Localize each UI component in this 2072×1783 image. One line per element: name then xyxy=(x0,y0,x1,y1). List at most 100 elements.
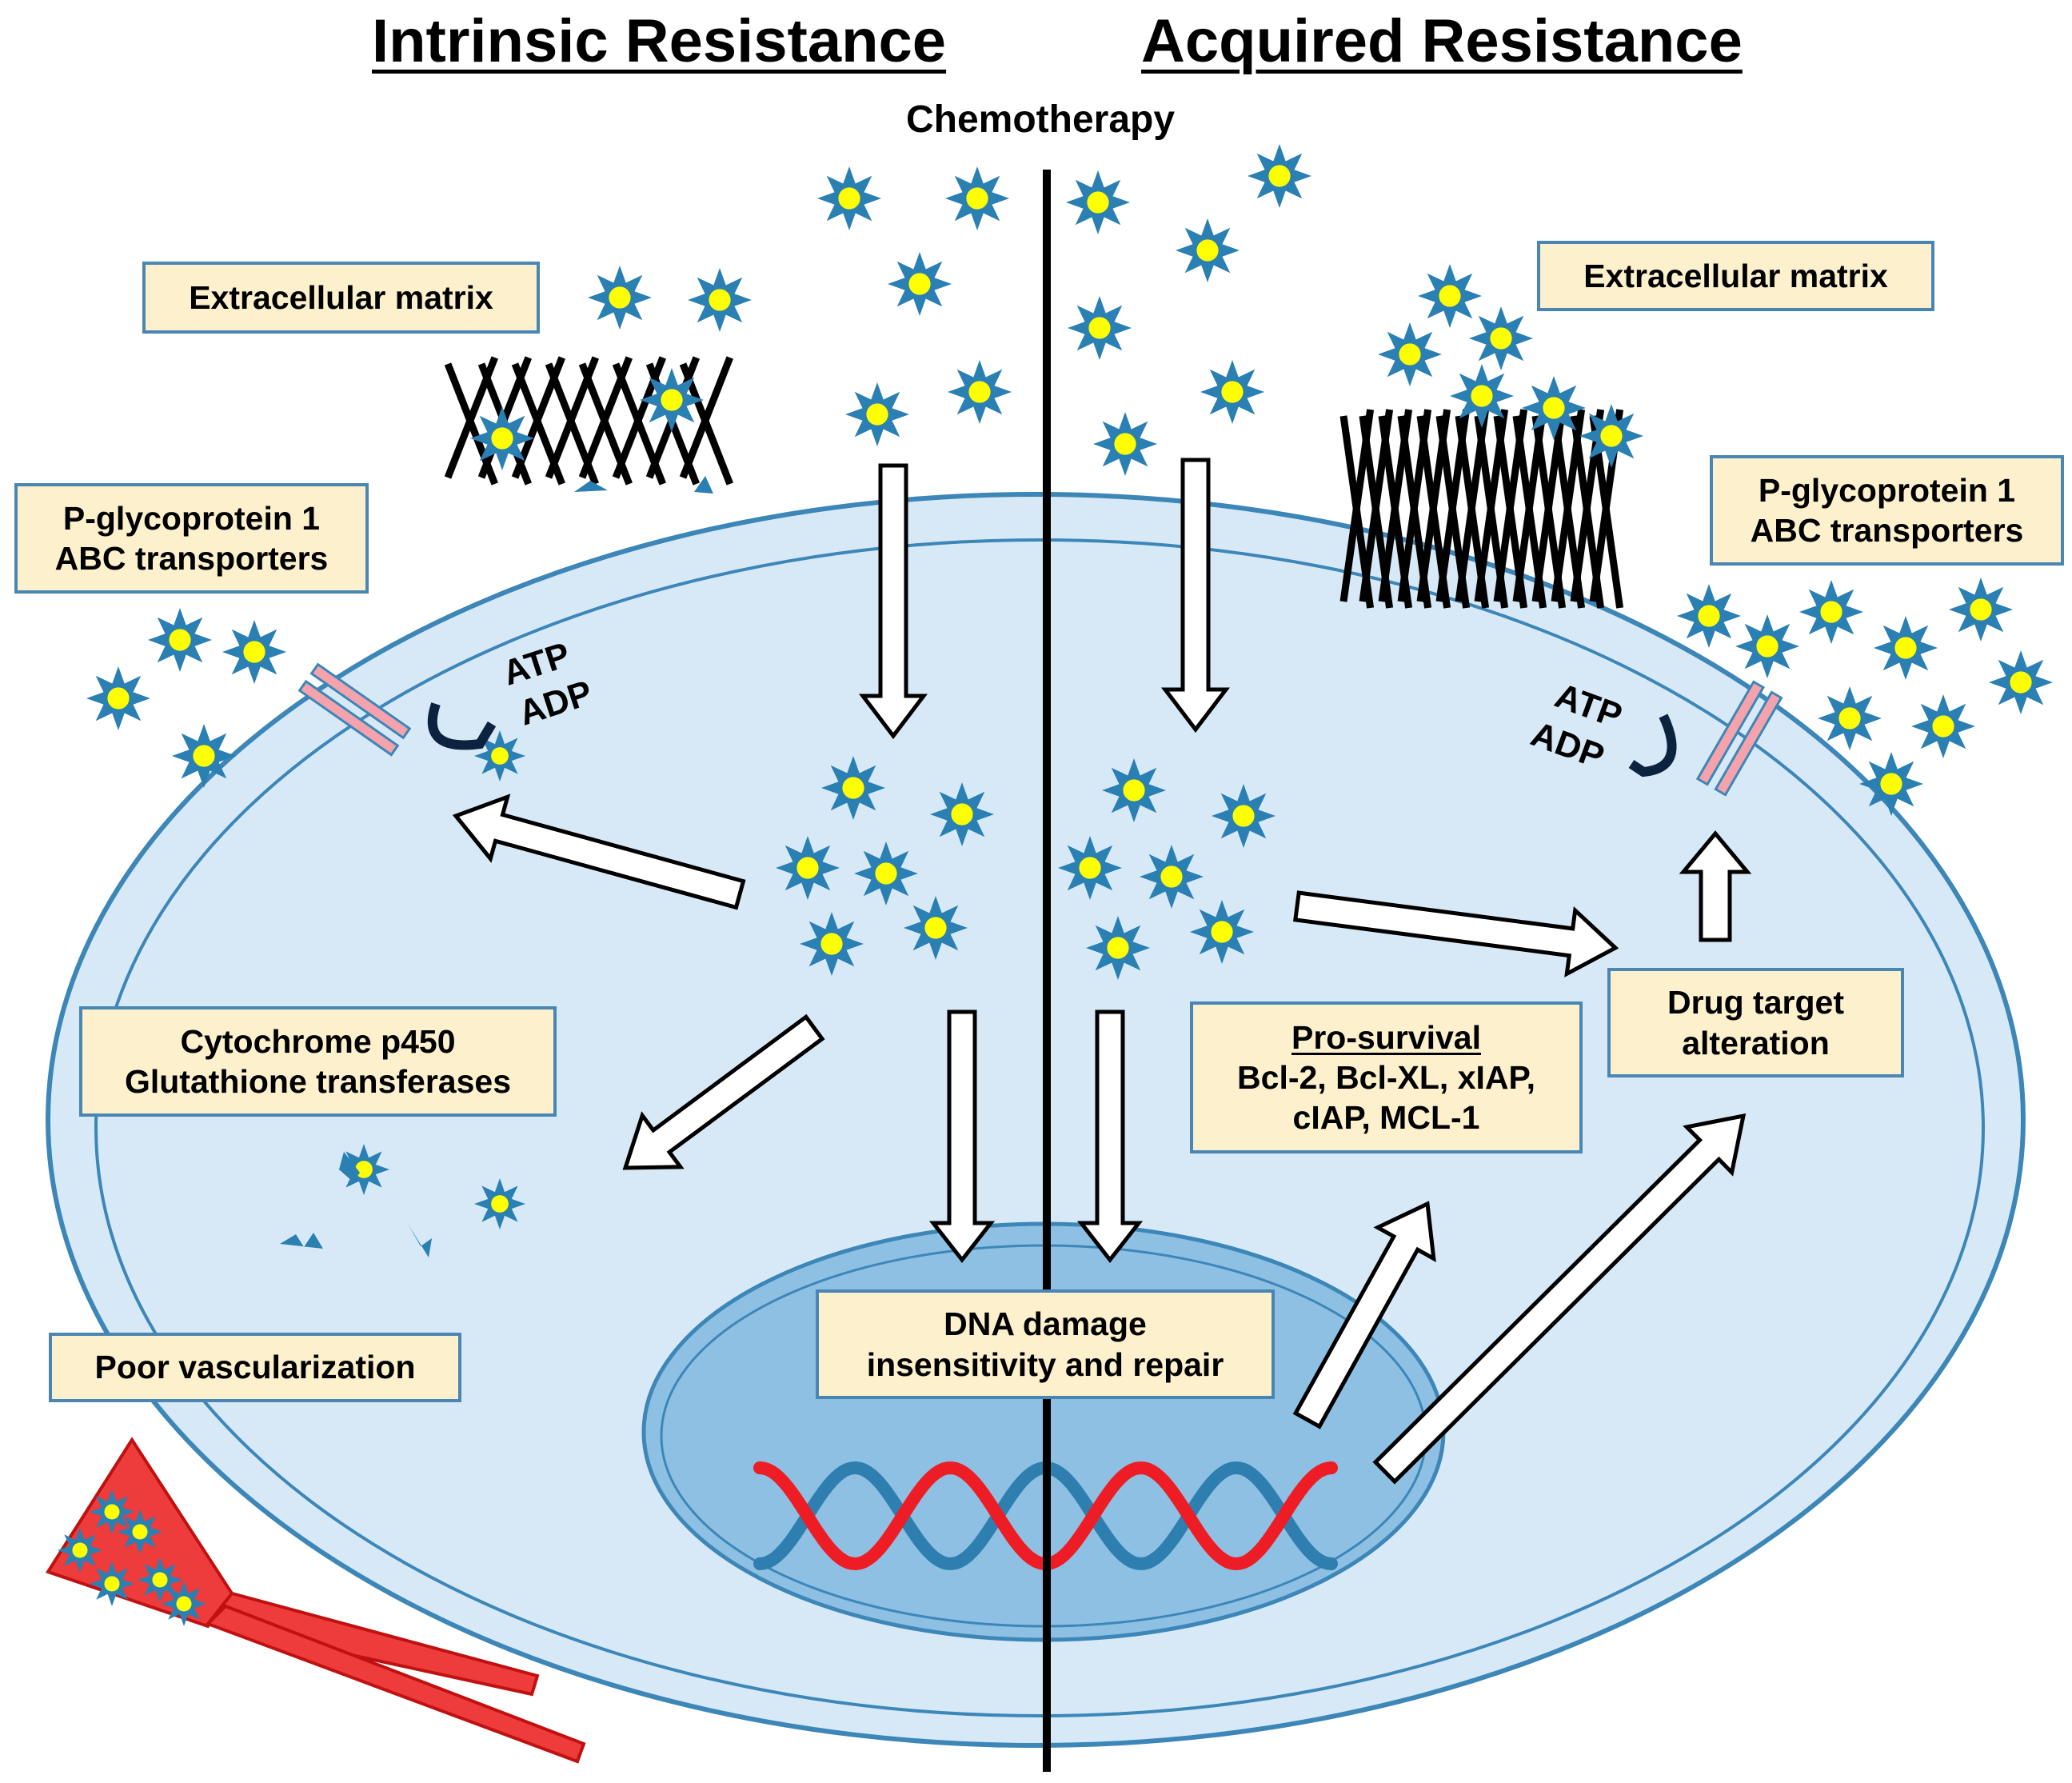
drug-star-core xyxy=(72,1542,88,1558)
drug-star-core xyxy=(1114,433,1136,455)
drug-star-core xyxy=(169,629,191,651)
drug-target-line-1: Drug target xyxy=(1667,984,1844,1021)
drug-molecule xyxy=(1469,306,1533,370)
drug-molecule xyxy=(888,252,952,316)
drug-star-core xyxy=(2010,671,2032,694)
drug-star-core xyxy=(709,289,731,311)
pump-subunit xyxy=(309,662,412,740)
drug-fragment xyxy=(339,1152,360,1182)
drug-star-core xyxy=(1894,637,1917,659)
drug-star-core xyxy=(966,187,988,210)
drug-star-core xyxy=(104,1576,120,1592)
drug-molecule-in-vessel xyxy=(118,1509,162,1554)
drug-star-core xyxy=(796,857,819,879)
drug-fragment xyxy=(408,1224,432,1257)
ecm-left-label: Extracellular matrix xyxy=(189,278,493,316)
drug-star-core xyxy=(820,933,843,955)
pgp-right-line-1: P-glycoprotein 1 xyxy=(1758,471,2016,509)
pump-subunit xyxy=(297,679,400,757)
drug-target-box: Drug target alteration xyxy=(1607,968,1904,1077)
drug-star-core xyxy=(1211,921,1233,943)
drug-fragment xyxy=(694,476,713,494)
drug-molecule xyxy=(821,756,885,820)
chemotherapy-label: Chemotherapy xyxy=(906,98,1176,141)
drug-star-core xyxy=(152,1572,168,1588)
drug-molecule xyxy=(817,166,881,230)
drug-molecule xyxy=(1818,686,1882,750)
arrow-to-dna-right xyxy=(1076,1009,1144,1264)
arrow-to-dna-left xyxy=(928,1009,996,1264)
drug-molecule xyxy=(688,268,752,332)
drug-star-core xyxy=(104,1504,120,1520)
vessel-tube xyxy=(205,1604,586,1764)
atp-curved-arrow-left xyxy=(427,702,497,750)
arrow-to-metabolism xyxy=(622,1013,825,1170)
drug-star-core xyxy=(968,381,991,403)
arrow-to-prosurvival xyxy=(1292,1201,1436,1429)
cyp-box: Cytochrome p450 Glutathione transferases xyxy=(79,1006,557,1117)
drug-star-core xyxy=(1088,317,1111,339)
ecm-fibers-right xyxy=(1339,409,1624,609)
dna-line-2: insensitivity and repair xyxy=(866,1345,1224,1383)
pgp-right-box: P-glycoprotein 1 ABC transporters xyxy=(1710,455,2064,566)
drug-star-core xyxy=(1079,857,1101,879)
drug-star-core xyxy=(908,273,931,295)
drug-molecule xyxy=(1200,360,1264,424)
ecm-right-label: Extracellular matrix xyxy=(1583,257,1888,294)
drug-molecule xyxy=(222,620,286,684)
drug-molecule-degraded xyxy=(474,1178,525,1229)
drug-molecule xyxy=(1949,578,2013,642)
drug-molecule xyxy=(1058,836,1122,900)
cell-membrane xyxy=(46,492,2026,1748)
drug-molecule xyxy=(1418,264,1482,328)
drug-star-core xyxy=(1221,381,1244,403)
drug-star-core xyxy=(107,687,130,710)
drug-star-core xyxy=(1196,239,1219,262)
vessel-tube xyxy=(205,1591,540,1697)
drug-star-core xyxy=(193,745,215,767)
drug-molecule xyxy=(800,912,864,976)
drug-molecule xyxy=(1086,916,1150,980)
drug-star-core xyxy=(1820,601,1842,623)
drug-star-core xyxy=(1543,397,1565,419)
drug-star-core xyxy=(1838,707,1861,730)
drug-star-core xyxy=(1439,285,1461,307)
drug-star-core xyxy=(491,1195,509,1213)
drug-molecule xyxy=(1579,404,1643,468)
ecm-left-box: Extracellular matrix xyxy=(142,262,540,334)
drug-star-core xyxy=(1232,805,1255,827)
pgp-right-line-2: ABC transporters xyxy=(1750,512,2024,549)
pgp-left-line-1: P-glycoprotein 1 xyxy=(62,499,321,537)
drug-molecule xyxy=(1378,322,1442,386)
drug-molecule xyxy=(1859,752,1923,816)
prosurvival-line-1: Bcl-2, Bcl-XL, xIAP, xyxy=(1237,1058,1535,1096)
dna-line-1: DNA damage xyxy=(944,1305,1147,1343)
efflux-pump-right xyxy=(1695,680,1783,797)
drug-molecule xyxy=(1911,694,1975,758)
vascularization-box: Poor vascularization xyxy=(49,1333,461,1402)
drug-star-core xyxy=(1970,598,1992,621)
ecm-right-box: Extracellular matrix xyxy=(1537,241,1934,311)
acquired-resistance-heading: Acquired Resistance xyxy=(1141,7,1743,75)
drug-molecule xyxy=(1212,784,1276,848)
drug-molecule xyxy=(1140,845,1204,909)
drug-molecule-in-vessel xyxy=(90,1561,134,1606)
drug-molecule xyxy=(930,782,994,846)
drug-molecule xyxy=(1176,218,1240,282)
cyp-line-2: Glutathione transferases xyxy=(124,1063,512,1100)
efflux-pump-left xyxy=(297,662,412,757)
atp-curved-arrow-right xyxy=(1628,714,1677,778)
drug-molecule-degraded xyxy=(474,730,525,782)
drug-star-core xyxy=(491,747,509,765)
drug-molecule xyxy=(1093,412,1157,476)
drug-molecule xyxy=(1248,144,1311,208)
drug-star-core xyxy=(875,862,897,885)
drug-molecule xyxy=(1874,616,1938,680)
drug-molecule-degraded xyxy=(338,1144,389,1195)
drug-fragment xyxy=(574,481,608,492)
drug-star-core xyxy=(1160,866,1183,888)
drug-star-core xyxy=(924,917,947,939)
drug-molecule xyxy=(1522,376,1586,440)
drug-molecule xyxy=(945,166,1009,230)
